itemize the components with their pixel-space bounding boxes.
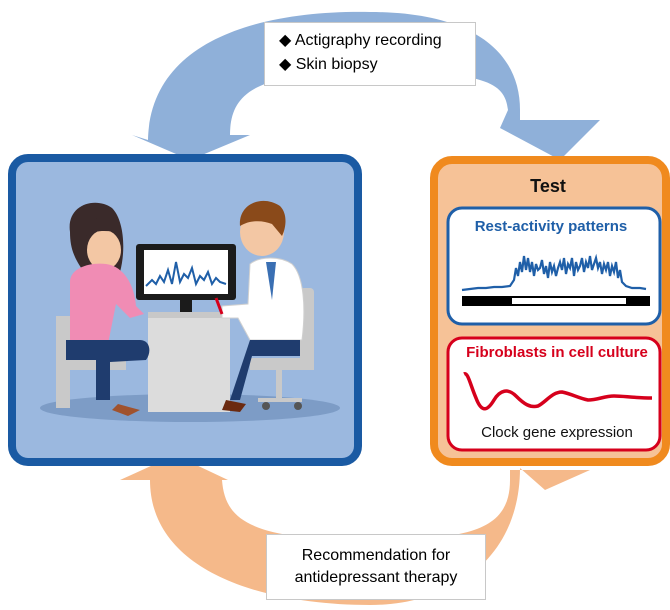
bottom-line-2: antidepressant therapy bbox=[294, 569, 458, 586]
bottom-box: Recommendation for antidepressant therap… bbox=[266, 534, 486, 600]
rest-activity-title: Rest-activity patterns bbox=[474, 218, 628, 235]
fibroblasts-title: Fibroblasts in cell culture bbox=[466, 344, 648, 361]
bottom-line-1: Recommendation for bbox=[301, 547, 451, 564]
top-cycle-arrow bbox=[132, 11, 600, 160]
clinic-panel bbox=[8, 154, 362, 466]
top-box: ◆ Actigraphy recording ◆ Skin biopsy bbox=[264, 22, 476, 86]
bullet-actigraphy: ◆ Actigraphy recording bbox=[279, 32, 442, 49]
test-title: Test bbox=[530, 176, 566, 196]
patient-figure bbox=[66, 202, 150, 416]
test-panel bbox=[430, 156, 670, 466]
clock-gene-wave bbox=[463, 372, 653, 411]
bullet-skin-biopsy: ◆ Skin biopsy bbox=[279, 56, 378, 73]
clock-gene-label: Clock gene expression bbox=[481, 424, 633, 441]
doctor-figure bbox=[214, 200, 305, 412]
actigraphy-trace bbox=[461, 253, 647, 292]
